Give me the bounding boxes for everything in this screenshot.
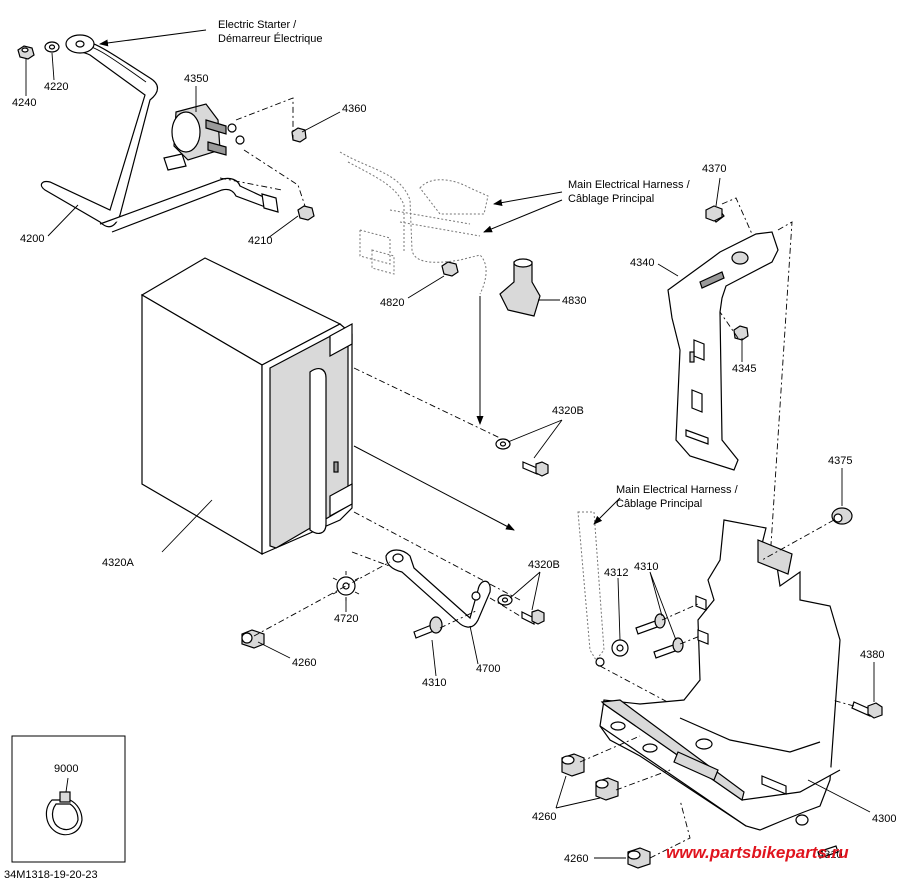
callout-4375: 4375 [828, 455, 852, 467]
note-electric-starter-line2: Démarreur Électrique [218, 32, 323, 45]
spacer-4260-a [561, 753, 585, 777]
callout-4310-1: 4310 [422, 677, 446, 689]
washer-4320b [495, 438, 511, 450]
bracket-4340 [667, 231, 779, 471]
battery-tray-4300 [599, 519, 841, 831]
spacer-4260-b [595, 777, 619, 801]
note-harness-2-line2: Câblage Principal [616, 498, 702, 510]
note-electric-starter-line1: Electric Starter / [218, 19, 297, 31]
callout-4340: 4340 [630, 257, 654, 269]
callout-4345: 4345 [732, 363, 756, 375]
inset-clamp-9000 [11, 735, 126, 863]
watermark: www.partsbikeparts.ru [666, 843, 849, 862]
nut-4345 [733, 325, 749, 341]
spacer-4260-c [627, 847, 651, 869]
leader-lines [25, 52, 875, 859]
callout-4350: 4350 [184, 73, 208, 85]
arrow-harness-2 [593, 497, 621, 525]
bolt-4310 [413, 616, 443, 639]
harness-tube [577, 511, 605, 667]
callout-4700: 4700 [476, 663, 500, 675]
arrow-battery-to-tray [353, 445, 515, 531]
callout-4312: 4312 [604, 567, 628, 579]
nut-4360 [291, 127, 307, 143]
bolt-4370 [705, 205, 725, 223]
callout-4320b-2: 4320B [528, 559, 560, 571]
callout-4370: 4370 [702, 163, 726, 175]
drawing-number: 34M1318-19-20-23 [4, 869, 98, 881]
arrow-harness-1b [483, 199, 563, 233]
callout-4260-2: 4260 [532, 811, 556, 823]
callout-4300: 4300 [872, 813, 896, 825]
connector-boot-4830 [499, 258, 541, 317]
callout-9000: 9000 [54, 763, 78, 775]
callout-4380: 4380 [860, 649, 884, 661]
callout-4820: 4820 [380, 297, 404, 309]
callout-4260-3: 4260 [564, 853, 588, 865]
callout-4260-1: 4260 [292, 657, 316, 669]
callout-4240: 4240 [12, 97, 36, 109]
bolt-4310-c [817, 845, 839, 859]
note-harness-1-line1: Main Electrical Harness / [568, 179, 691, 191]
callout-4310-3: 4310 [818, 849, 842, 861]
washer-4320b-2 [497, 594, 513, 606]
battery-cable-4700 [385, 549, 491, 628]
callout-4210: 4210 [248, 235, 272, 247]
callout-4360: 4360 [342, 103, 366, 115]
battery-4320a [140, 257, 353, 556]
bolt-4320b-2 [521, 609, 545, 625]
arrow-harness-1a [493, 191, 563, 207]
note-harness-2-line1: Main Electrical Harness / [616, 484, 739, 496]
starter-cable-4200 [40, 34, 279, 233]
callout-4310-2: 4310 [634, 561, 658, 573]
callout-4200: 4200 [20, 233, 44, 245]
bolt-4320b [522, 461, 549, 477]
bolt-4310-a [635, 613, 666, 635]
nut-4260 [241, 629, 265, 649]
washer-4220 [44, 41, 60, 53]
star-washer-4720 [332, 571, 360, 601]
nut-4375 [831, 507, 853, 525]
solenoid-4350 [163, 103, 245, 171]
bolt-4310-b [653, 637, 684, 659]
note-harness-1-line2: Câblage Principal [568, 193, 654, 205]
callout-4720: 4720 [334, 613, 358, 625]
callout-4830: 4830 [562, 295, 586, 307]
bolt-4380 [851, 701, 883, 719]
arrow-electric-starter [99, 29, 207, 47]
star-washer-4312 [611, 639, 629, 657]
callout-4320a: 4320A [102, 557, 134, 569]
nut-4240 [17, 45, 35, 60]
callout-4220: 4220 [44, 81, 68, 93]
callout-4320b-1: 4320B [552, 405, 584, 417]
nut-4210 [297, 205, 315, 221]
main-harness-ghost [339, 151, 489, 295]
nut-4820 [441, 261, 459, 277]
